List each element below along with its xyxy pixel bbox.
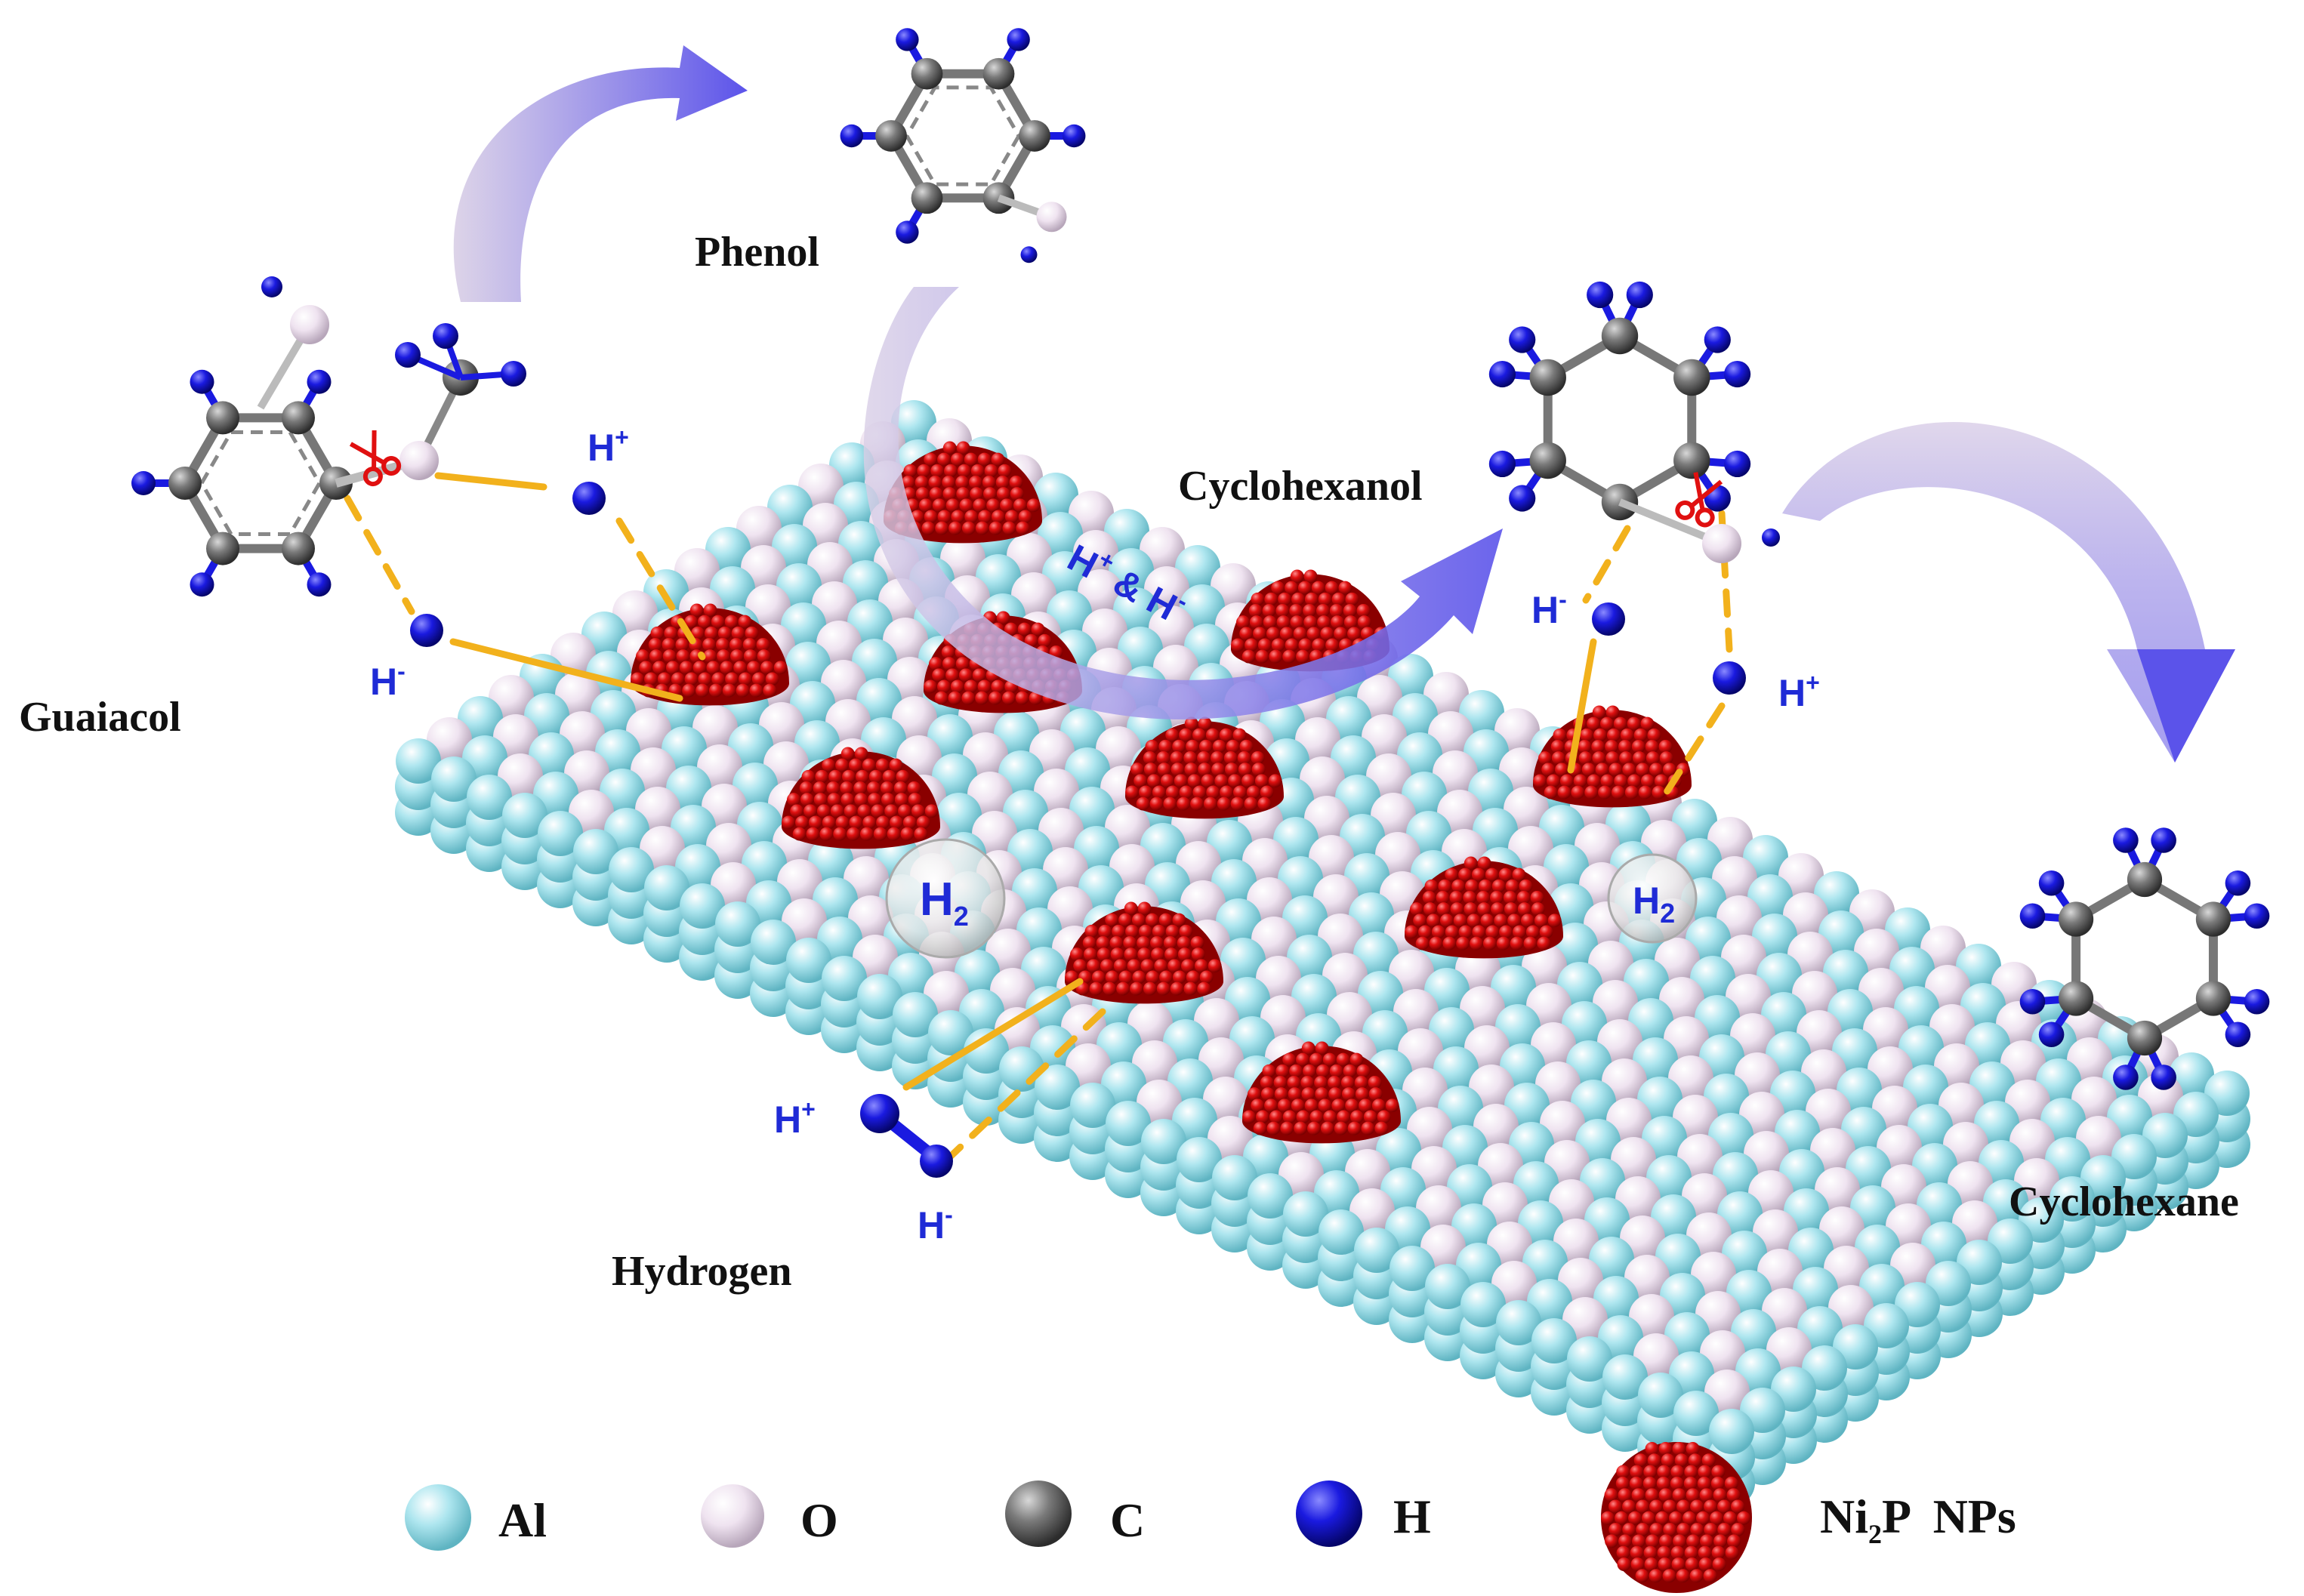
legend-item-h: H <box>1296 1480 1431 1547</box>
legend-item-o: O <box>701 1484 838 1548</box>
ni2p-nanoparticles <box>631 441 1692 1144</box>
ni2p-nanoparticle <box>1125 716 1284 819</box>
legend-item-ni2p-nps: Ni2P NPs <box>1601 1442 2016 1593</box>
scissors-icon <box>349 430 402 487</box>
ni2p-nanoparticle <box>782 747 940 849</box>
svg-text:H2: H2 <box>920 873 969 932</box>
svg-text:Ni2P NPs: Ni2P NPs <box>1820 1490 2016 1549</box>
legend: Al O C H Ni2P NPs <box>405 1442 2016 1593</box>
scissors-icon <box>1675 472 1723 528</box>
cyclohexane-molecule <box>2019 827 2270 1090</box>
phenol-molecule <box>840 28 1086 263</box>
interaction-bonds <box>344 472 1733 1166</box>
cyclohexanol-molecule <box>1488 281 1780 563</box>
svg-text:Al: Al <box>498 1493 547 1547</box>
svg-text:H-: H- <box>370 658 406 703</box>
ni2p-nanoparticle <box>1231 569 1389 672</box>
svg-text:C: C <box>1110 1493 1145 1547</box>
label-cyclohexane: Cyclohexane <box>2009 1179 2239 1225</box>
ion-labels: H+ H- H+ H- H- H+ <box>370 424 1820 1246</box>
label-guaiacol: Guaiacol <box>19 694 181 741</box>
svg-text:H+: H+ <box>588 424 629 469</box>
svg-text:H-: H- <box>918 1201 953 1246</box>
legend-item-al: Al <box>405 1484 547 1551</box>
curved-arrow-icon <box>453 45 748 302</box>
ni2p-nanoparticle <box>884 441 1042 544</box>
legend-item-c: C <box>1005 1480 1145 1547</box>
h2-bubble-right: H2 <box>1607 853 1698 944</box>
free-h-atoms <box>410 482 1746 1178</box>
svg-text:O: O <box>800 1493 838 1547</box>
molecule-models <box>131 28 2270 1090</box>
svg-text:H-: H- <box>1531 586 1567 631</box>
label-cyclohexanol: Cyclohexanol <box>1178 463 1423 510</box>
ni2p-nanoparticle <box>1533 705 1692 808</box>
label-phenol: Phenol <box>695 229 819 276</box>
svg-text:H+: H+ <box>774 1095 816 1141</box>
svg-text:H+: H+ <box>1778 669 1820 714</box>
svg-text:H: H <box>1393 1490 1431 1543</box>
ni2p-nanoparticle <box>1242 1041 1401 1144</box>
ni2p-nanoparticle <box>1405 856 1563 959</box>
svg-text:H2: H2 <box>1633 880 1675 929</box>
ni2p-nanoparticle <box>1065 901 1223 1004</box>
curved-arrow-icon <box>1782 422 2235 763</box>
alumina-surface-slab <box>395 400 2250 1506</box>
ni2p-nanoparticle <box>631 603 789 706</box>
label-hydrogen: Hydrogen <box>612 1248 792 1295</box>
guaiacol-molecule <box>131 276 526 597</box>
h2-bubble-left: H2 <box>885 838 1006 959</box>
